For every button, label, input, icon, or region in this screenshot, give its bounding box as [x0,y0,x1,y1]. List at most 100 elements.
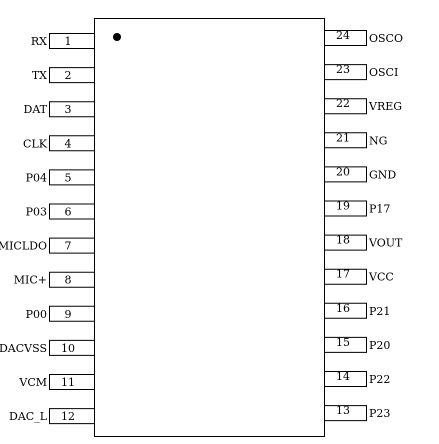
pin-13: 13 P23 [325,404,390,422]
pin-outline [49,67,94,84]
pin-number: 21 [336,131,350,144]
pin-number: 1 [65,35,72,48]
pin-number: 23 [336,63,350,76]
pin-number: 16 [336,302,350,315]
pin-number: 3 [65,103,72,116]
pin-outline [49,408,94,425]
pin-outline [49,237,94,254]
pin-label: VCC [368,271,394,284]
pin-outline [325,371,367,387]
pin-outline [325,336,367,353]
pin-label: VCM [18,376,47,389]
pin-5: 5 P04 [26,169,94,186]
pin-outline [49,135,94,152]
pin-number: 12 [61,410,75,423]
chip-body [94,18,325,437]
pin-20: 20 GND [325,165,396,183]
pin-4: 4 CLK [23,135,94,152]
pin-18: 18 VOUT [325,234,403,251]
pin-label: DACVSS [0,342,47,355]
pin-outline [325,132,367,149]
pin-outline [325,200,367,217]
pin-label: TX [32,69,47,82]
pin-8: 8 MIC+ [14,271,94,288]
pin-number: 6 [65,206,72,219]
pin-outline [49,271,94,288]
pin-outline [325,405,367,422]
pin-label: P03 [26,206,47,219]
pin-number: 17 [336,268,350,281]
pin-21: 21 NG [325,131,387,149]
pin-label: P20 [369,339,390,352]
pin-outline [49,169,94,186]
pin-19: 19 P17 [325,200,390,217]
pin-label: OSCO [369,32,403,45]
pin-12: 12 DAC_L [9,408,94,425]
pin-number: 9 [65,308,72,321]
pin-number: 13 [336,404,350,417]
pin-22: 22 VREG [325,97,402,115]
pin-label: VOUT [368,237,403,250]
pin-outline [49,374,94,390]
pin-number: 18 [336,234,350,247]
pin-label: MIC+ [14,274,47,287]
pin-label: CLK [23,137,48,150]
pin-label: DAT [24,103,48,116]
pin-number: 2 [65,69,72,82]
pin-number: 19 [336,200,350,213]
pin-number: 22 [336,97,350,110]
pin-label: MICLDO [0,240,47,253]
pin-9: 9 P00 [26,305,94,322]
pin-outline [325,302,367,319]
pin-number: 10 [61,342,75,355]
pin-16: 16 P21 [325,302,390,319]
pin-outline [325,166,367,183]
pin-1: 1 RX [31,33,94,49]
pin-outline [325,64,367,81]
pin-label: GND [369,168,396,181]
pin-label: P22 [369,373,390,386]
pin-outline [49,203,94,220]
pin-number: 20 [336,165,350,178]
pin-6: 6 P03 [26,203,94,220]
right-pin-group: 24 OSCO 23 OSCI 22 VREG 21 NG 20 GND 19 P17 18 VOUT 17… [325,29,403,422]
left-pin-group: 1 RX 2 TX 3 DAT 4 CLK 5 P04 6 P03 7 MICLDO 8 MIC+ 9 P00 10… [0,33,94,425]
pin-23: 23 OSCI [325,63,398,81]
pin-label: P04 [26,171,47,184]
pin-label: P00 [26,308,47,321]
pin-outline [49,33,94,49]
pin-17: 17 VCC [325,268,394,285]
pin-outline [49,305,94,322]
pin-outline [325,98,367,115]
pin-number: 14 [336,370,350,383]
pin-outline [49,339,94,356]
pin1-marker-dot [113,33,121,41]
pin-14: 14 P22 [325,370,390,387]
pin-number: 5 [65,171,72,184]
pin-number: 15 [336,336,350,349]
pin-label: OSCI [369,66,398,79]
pin-outline [325,268,367,285]
pin-2: 2 TX [32,67,94,84]
pin-3: 3 DAT [24,101,94,118]
pin-number: 8 [65,274,72,287]
pin-7: 7 MICLDO [0,237,94,254]
pin-number: 4 [65,137,72,150]
pin-label: DAC_L [9,410,48,423]
pin-number: 11 [61,376,75,389]
pin-11: 11 VCM [18,374,94,390]
pin-label: NG [369,134,387,147]
pin-outline [49,101,94,118]
pin-number: 24 [336,29,350,42]
pin-number: 7 [65,240,72,253]
pin-label: P17 [369,203,390,216]
pin-label: P21 [369,305,390,318]
pin-outline [325,234,367,251]
pin-label: RX [31,35,47,48]
pin-label: VREG [368,100,402,113]
pin-label: P23 [369,407,390,420]
pin-10: 10 DACVSS [0,339,94,356]
pin-15: 15 P20 [325,336,390,353]
pin-24: 24 OSCO [325,29,403,46]
